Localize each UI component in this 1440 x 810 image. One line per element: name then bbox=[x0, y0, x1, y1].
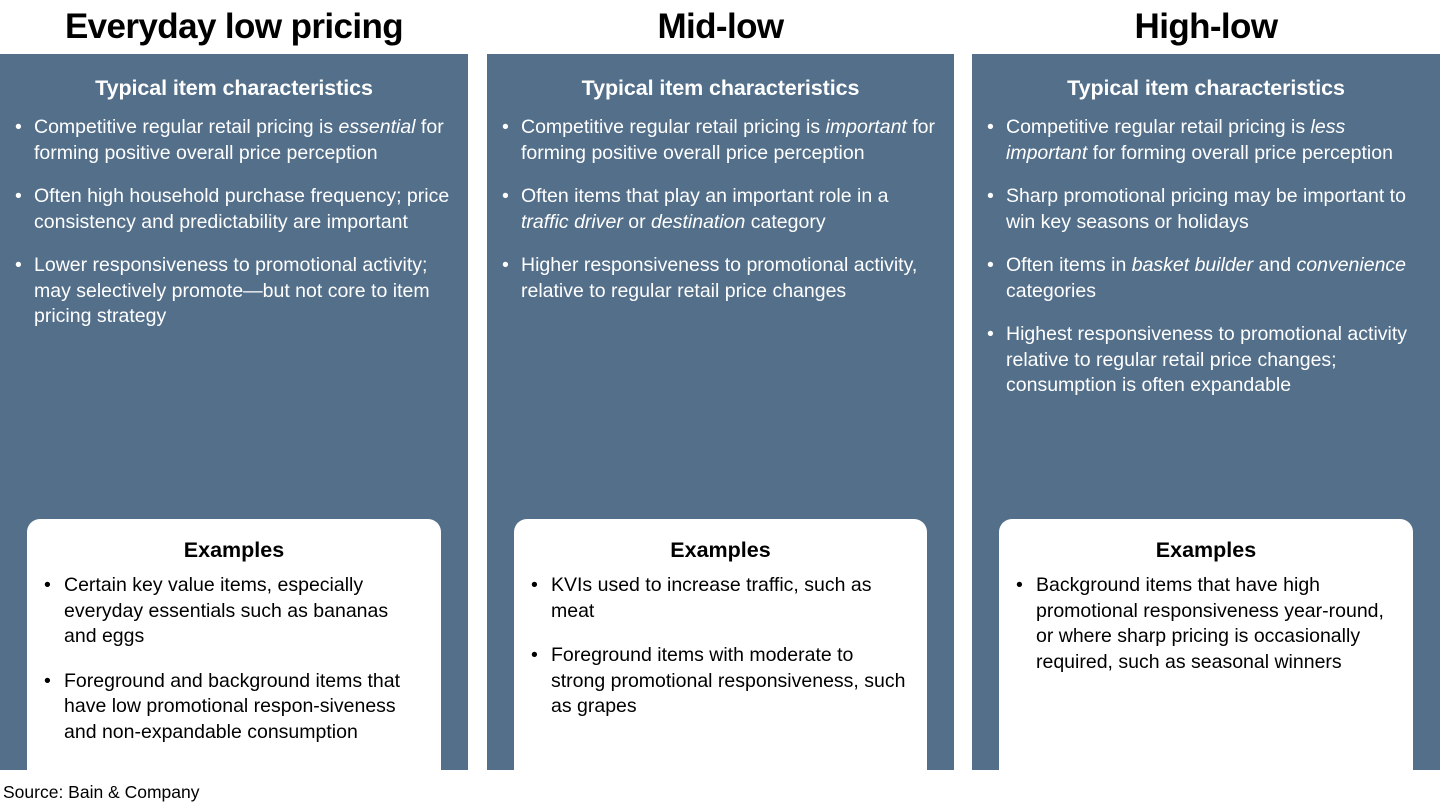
bullet-dot-icon: • bbox=[44, 669, 51, 692]
panel-heading: Typical item characteristics bbox=[581, 76, 860, 100]
bullet-item: • Often high household purchase frequency… bbox=[12, 184, 452, 235]
bullet-dot-icon: • bbox=[502, 116, 509, 138]
bullet-dot-icon: • bbox=[531, 644, 538, 666]
bullet-text: Foreground and background items that hav… bbox=[64, 669, 401, 743]
column-high-low: High-low Typical item characteristics • C… bbox=[972, 0, 1440, 805]
bullet-dot-icon: • bbox=[15, 116, 22, 138]
bullet-text: Competitive regular retail pricing is le… bbox=[1006, 116, 1393, 164]
column-mid-low: Mid-low Typical item characteristics • Co… bbox=[487, 0, 954, 805]
characteristics-bullet-list: • Competitive regular retail pricing is i… bbox=[487, 101, 954, 304]
bullet-item: • Sharp promotional pricing may be import… bbox=[984, 184, 1424, 235]
examples-bullet-list: • Certain key value items, especially eve… bbox=[27, 563, 441, 745]
bullet-text: KVIs used to increase traffic, such as m… bbox=[551, 574, 872, 622]
examples-title: Examples bbox=[670, 538, 771, 562]
characteristics-bullet-list: • Competitive regular retail pricing is e… bbox=[0, 101, 468, 330]
bullet-text: Often items in basket builder and conven… bbox=[1006, 254, 1407, 302]
panel-heading: Typical item characteristics bbox=[95, 76, 373, 100]
examples-bullet-list: • KVIs used to increase traffic, such as … bbox=[514, 563, 927, 720]
bullet-text: Higher responsiveness to promotional act… bbox=[521, 254, 918, 302]
column-title: Mid-low bbox=[657, 7, 784, 46]
bullet-dot-icon: • bbox=[987, 116, 994, 138]
bullet-dot-icon: • bbox=[502, 185, 509, 207]
bullet-dot-icon: • bbox=[44, 574, 51, 596]
bullet-item: • Background items that have high promoti… bbox=[1013, 573, 1397, 675]
bullet-text: Sharp promotional pricing may be importa… bbox=[1006, 185, 1406, 233]
bullet-text: Certain key value items, especially ever… bbox=[64, 574, 389, 647]
bullet-item: • Often items that play an important role… bbox=[499, 184, 938, 235]
column-everyday-low-pricing: Everyday low pricing Typical item charac… bbox=[0, 0, 468, 805]
bullet-dot-icon: • bbox=[1016, 574, 1023, 596]
bullet-dot-icon: • bbox=[987, 185, 994, 207]
bullet-text: Background items that have high promotio… bbox=[1036, 574, 1384, 673]
bullet-item: • KVIs used to increase traffic, such as … bbox=[528, 573, 911, 624]
examples-box: Examples • Background items that have hig… bbox=[999, 519, 1413, 805]
bullet-item: • Competitive regular retail pricing is e… bbox=[12, 115, 452, 166]
bullet-item: • Foreground items with moderate to stron… bbox=[528, 643, 911, 720]
bullet-dot-icon: • bbox=[987, 323, 994, 345]
bullet-dot-icon: • bbox=[502, 254, 509, 276]
characteristics-panel: Typical item characteristics • Competitiv… bbox=[972, 54, 1440, 805]
examples-title: Examples bbox=[183, 538, 285, 562]
bullet-text: Foreground items with moderate to strong… bbox=[551, 644, 906, 717]
bullet-dot-icon: • bbox=[15, 185, 22, 207]
examples-box: Examples • Certain key value items, espec… bbox=[27, 519, 441, 805]
bullet-text: Competitive regular retail pricing is es… bbox=[34, 116, 444, 164]
bullet-text: Lower responsiveness to promotional acti… bbox=[34, 254, 430, 327]
bullet-item: • Competitive regular retail pricing is i… bbox=[499, 115, 938, 166]
examples-title: Examples bbox=[1155, 538, 1257, 562]
examples-box: Examples • KVIs used to increase traffic,… bbox=[514, 519, 927, 805]
column-title: High-low bbox=[1134, 7, 1279, 46]
bullet-item: • Often items in basket builder and conve… bbox=[984, 253, 1424, 304]
characteristics-bullet-list: • Competitive regular retail pricing is l… bbox=[972, 101, 1440, 399]
bullet-text: Often items that play an important role … bbox=[521, 185, 889, 233]
bullet-dot-icon: • bbox=[987, 254, 994, 276]
bullet-text: Competitive regular retail pricing is im… bbox=[521, 116, 936, 164]
bullet-item: • Competitive regular retail pricing is l… bbox=[984, 115, 1424, 166]
bullet-dot-icon: • bbox=[531, 574, 538, 596]
examples-bullet-list: • Background items that have high promoti… bbox=[999, 563, 1413, 675]
bullet-item: • Certain key value items, especially eve… bbox=[41, 573, 425, 650]
column-title: Everyday low pricing bbox=[64, 7, 404, 46]
bullet-dot-icon: • bbox=[15, 254, 22, 276]
bullet-text: Highest responsiveness to promotional ac… bbox=[1006, 323, 1408, 396]
bullet-item: • Lower responsiveness to promotional act… bbox=[12, 253, 452, 330]
bullet-item: • Foreground and background items that ha… bbox=[41, 669, 425, 746]
source-note: Source: Bain & Company bbox=[3, 782, 200, 802]
bullet-item: • Highest responsiveness to promotional a… bbox=[984, 322, 1424, 399]
bullet-item: • Higher responsiveness to promotional ac… bbox=[499, 253, 938, 304]
bullet-text: Often high household purchase frequency;… bbox=[34, 185, 450, 233]
panel-heading: Typical item characteristics bbox=[1067, 76, 1345, 100]
characteristics-panel: Typical item characteristics • Competitiv… bbox=[487, 54, 954, 805]
characteristics-panel: Typical item characteristics • Competitiv… bbox=[0, 54, 468, 805]
